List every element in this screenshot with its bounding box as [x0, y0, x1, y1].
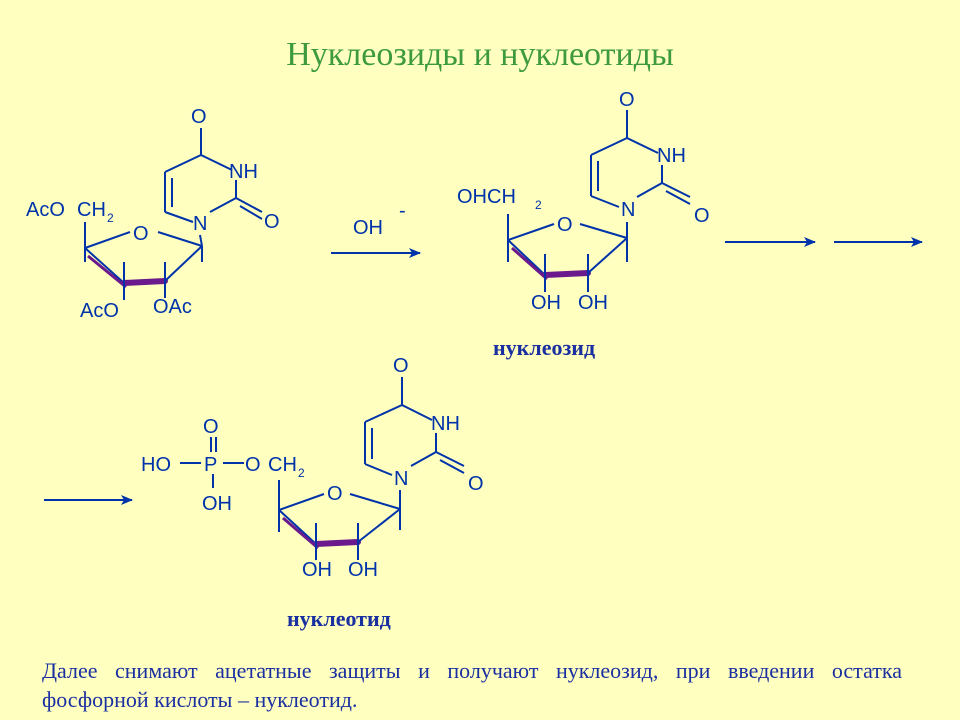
- methylene-label: CH: [77, 199, 106, 221]
- uracil-ring: O NH N O: [164, 106, 280, 235]
- hydroxyl-label: OH: [578, 292, 608, 314]
- atom-label: HO: [141, 454, 171, 476]
- hydroxyl-label: OH: [531, 292, 561, 314]
- atom-label: O: [264, 211, 280, 233]
- atom-label: N: [621, 199, 635, 221]
- nucleoside-caption: нуклеозид: [493, 335, 595, 360]
- phosphorus-label: P: [204, 454, 217, 476]
- reagent-label: OH: [353, 217, 383, 239]
- atom-label: NH: [657, 145, 686, 167]
- nucleotide-structure: O HO P O OH CH 2 O NH N O: [141, 355, 484, 631]
- atom-label: NH: [431, 413, 460, 435]
- charge-label: -: [399, 200, 406, 222]
- acetoxy-label: OAc: [153, 296, 192, 318]
- protected-nucleoside-structure: O NH N O O AcO CH 2 AcO OAc: [26, 106, 280, 322]
- subscript-label: 2: [107, 211, 114, 225]
- atom-label: N: [394, 468, 408, 490]
- acetoxy-label: AcO: [26, 199, 65, 221]
- nucleoside-structure: O NH N O O OHCH 2 OH OH нуклеозид: [457, 89, 710, 360]
- nucleotide-caption: нуклеотид: [287, 606, 391, 631]
- atom-label: N: [193, 213, 207, 235]
- acetoxy-label: AcO: [80, 300, 119, 322]
- ribose-ring: O OH OH: [278, 480, 401, 581]
- hydroxymethyl-label: OHCH: [457, 186, 516, 208]
- hydroxyl-label: OH: [348, 559, 378, 581]
- ribose-ring: O OHCH 2 OH OH: [457, 186, 628, 314]
- description-text: Далее снимают ацетатные защиты и получаю…: [42, 658, 902, 712]
- uracil-ring: O NH N O: [364, 355, 484, 495]
- atom-label: O: [694, 205, 710, 227]
- reaction-arrow-1: OH -: [331, 200, 421, 258]
- ring-oxygen-label: O: [557, 214, 573, 236]
- hydroxyl-label: OH: [302, 559, 332, 581]
- methylene-label: CH: [268, 454, 297, 476]
- atom-label: O: [393, 355, 409, 377]
- atom-label: O: [245, 454, 261, 476]
- atom-label: O: [619, 89, 635, 111]
- uracil-ring: O NH N O: [590, 89, 710, 227]
- subscript-label: 2: [298, 466, 305, 480]
- ribose-ring: O AcO CH 2 AcO OAc: [26, 199, 203, 322]
- phosphate-group: O HO P O OH CH 2: [141, 416, 305, 515]
- atom-label: OH: [202, 493, 232, 515]
- atom-label: O: [203, 416, 219, 438]
- atom-label: O: [468, 473, 484, 495]
- slide-title: Нуклеозиды и нуклеотиды: [286, 36, 674, 73]
- ring-oxygen-label: O: [133, 223, 149, 245]
- atom-label: NH: [229, 161, 258, 183]
- ring-oxygen-label: O: [327, 483, 343, 505]
- subscript-label: 2: [535, 198, 542, 212]
- atom-label: O: [191, 106, 207, 128]
